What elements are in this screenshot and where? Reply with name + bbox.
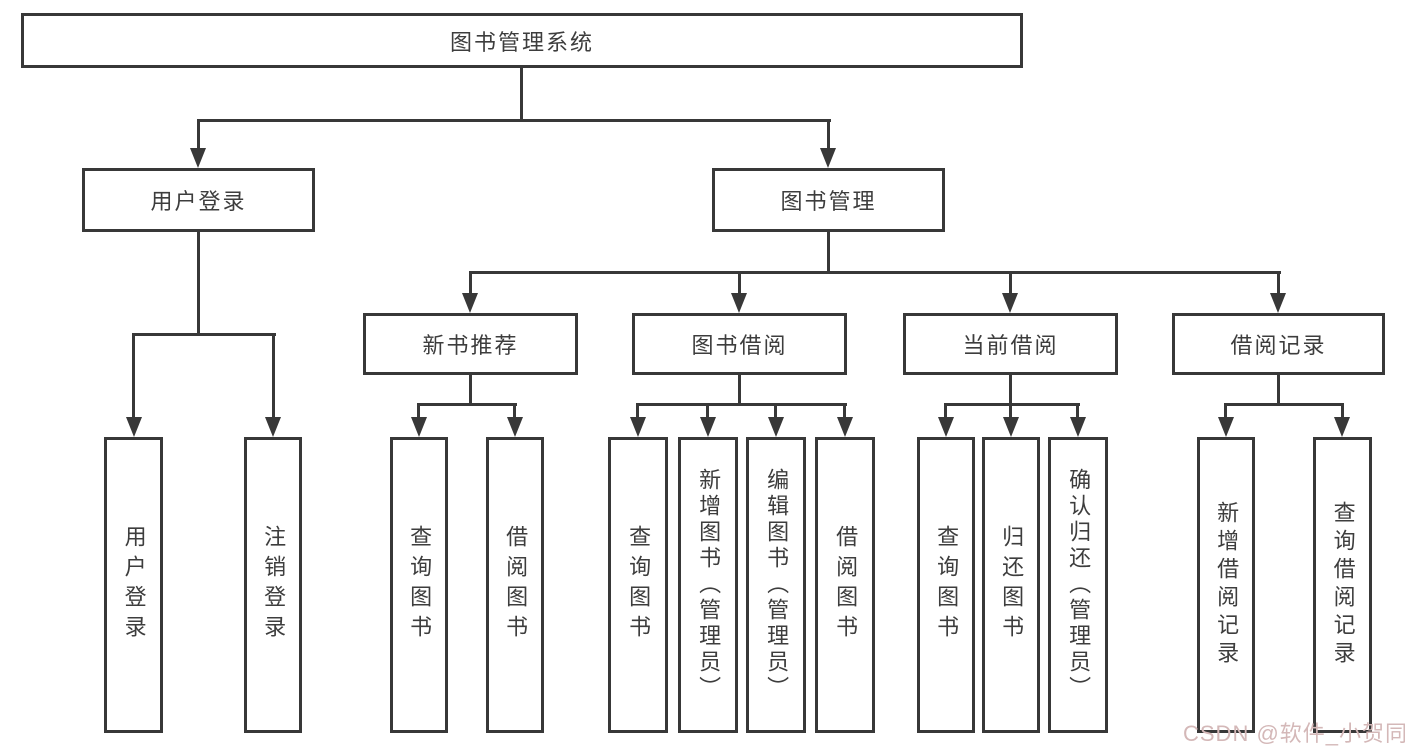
arrowhead-leaf — [938, 417, 954, 437]
node-label: 图书借阅 — [691, 333, 788, 358]
connector-leaf-drop — [1341, 403, 1344, 419]
arrowhead-borrow-records — [1270, 293, 1286, 313]
connector-level2-bar — [197, 119, 831, 122]
connector-borrow-records-stem — [1277, 373, 1280, 405]
leaf-confirm-return-admin: 确认归还（管理员） — [1048, 437, 1108, 733]
node-book-borrowing: 图书借阅 — [632, 313, 847, 375]
connector-level3-bar — [469, 271, 1281, 274]
node-label: 查询图书 — [407, 525, 433, 645]
node-label: 确认归还（管理员） — [1066, 468, 1092, 702]
node-label: 注销登录 — [261, 525, 287, 645]
connector-book-borrow-bar — [636, 403, 847, 406]
csdn-watermark: CSDN @软件_小贺同学 — [1183, 721, 1405, 746]
node-label: 查询借阅记录 — [1330, 501, 1356, 669]
node-library-management-system: 图书管理系统 — [21, 13, 1023, 68]
node-label: 归还图书 — [999, 525, 1025, 645]
node-book-management-branch: 图书管理 — [712, 168, 945, 232]
leaf-edit-books-admin: 编辑图书（管理员） — [746, 437, 806, 733]
connector-leaf-drop — [706, 403, 709, 419]
connector-login-leaf-drop — [132, 333, 135, 419]
node-label: 当前借阅 — [962, 333, 1059, 358]
connector-logout-leaf-drop — [272, 333, 275, 419]
leaf-logout: 注销登录 — [244, 437, 302, 733]
node-current-borrowing: 当前借阅 — [903, 313, 1118, 375]
connector-book-management-drop — [827, 119, 830, 150]
leaf-borrow-books: 借阅图书 — [815, 437, 875, 733]
node-label: 查询图书 — [934, 525, 960, 645]
connector-user-login-stem — [197, 230, 200, 336]
node-label: 用户登录 — [121, 525, 147, 645]
arrowhead-user-login — [190, 148, 206, 168]
node-label: 新书推荐 — [422, 333, 519, 358]
leaf-return-books: 归还图书 — [982, 437, 1040, 733]
node-label: 图书管理 — [780, 189, 877, 214]
connector-leaf-drop — [1076, 403, 1079, 419]
leaf-query-books-recommend: 查询图书 — [390, 437, 448, 733]
leaf-query-books-borrowing: 查询图书 — [608, 437, 668, 733]
node-label: 新增图书（管理员） — [696, 468, 722, 702]
node-label: 用户登录 — [150, 189, 247, 214]
arrowhead-leaf — [768, 417, 784, 437]
node-label: 图书管理系统 — [449, 29, 594, 55]
connector-new-book-bar — [417, 403, 517, 406]
connector-current-borrow-drop — [1009, 271, 1012, 295]
connector-borrow-records-bar — [1224, 403, 1344, 406]
leaf-borrow-books-recommend: 借阅图书 — [486, 437, 544, 733]
node-borrowing-records: 借阅记录 — [1172, 313, 1385, 375]
node-label: 新增借阅记录 — [1214, 501, 1240, 669]
arrowhead-new-book — [462, 293, 478, 313]
leaf-add-books-admin: 新增图书（管理员） — [678, 437, 738, 733]
connector-book-borrow-stem — [738, 373, 741, 405]
node-label: 查询图书 — [626, 525, 652, 645]
arrowhead-leaf — [700, 417, 716, 437]
arrowhead-current-borrow — [1002, 293, 1018, 313]
connector-borrow-records-drop — [1277, 271, 1280, 295]
connector-leaf-drop — [513, 403, 516, 419]
node-label: 借阅图书 — [833, 525, 859, 645]
arrowhead-leaf — [1003, 417, 1019, 437]
connector-new-book-drop — [469, 271, 472, 295]
arrowhead-leaf — [630, 417, 646, 437]
node-label: 借阅图书 — [503, 525, 529, 645]
node-label: 编辑图书（管理员） — [764, 468, 790, 702]
connector-leaf-drop — [843, 403, 846, 419]
arrowhead-leaf — [507, 417, 523, 437]
arrowhead-leaf — [837, 417, 853, 437]
connector-leaf-drop — [636, 403, 639, 419]
leaf-query-books-current: 查询图书 — [917, 437, 975, 733]
leaf-add-borrow-record: 新增借阅记录 — [1197, 437, 1255, 733]
connector-leaf-drop — [774, 403, 777, 419]
arrowhead-book-management — [820, 148, 836, 168]
connector-new-book-stem — [469, 373, 472, 405]
leaf-user-login: 用户登录 — [104, 437, 163, 733]
node-user-login-branch: 用户登录 — [82, 168, 315, 232]
arrowhead-login-leaf — [126, 417, 142, 437]
connector-leaf-drop — [1009, 403, 1012, 419]
connector-book-management-stem — [827, 230, 830, 273]
connector-book-borrow-drop — [738, 271, 741, 295]
connector-leaf-drop — [417, 403, 420, 419]
connector-leaf-drop — [1224, 403, 1227, 419]
arrowhead-leaf — [1218, 417, 1234, 437]
arrowhead-leaf — [1070, 417, 1086, 437]
node-label: 借阅记录 — [1230, 333, 1327, 358]
connector-user-login-drop — [197, 119, 200, 150]
connector-current-borrow-stem — [1009, 373, 1012, 405]
connector-current-borrow-bar — [944, 403, 1080, 406]
leaf-query-borrow-record: 查询借阅记录 — [1313, 437, 1372, 733]
connector-leaf-drop — [944, 403, 947, 419]
connector-user-login-bar — [132, 333, 276, 336]
arrowhead-book-borrow — [731, 293, 747, 313]
arrowhead-logout-leaf — [265, 417, 281, 437]
connector-root-stem — [520, 66, 523, 121]
node-new-book-recommend: 新书推荐 — [363, 313, 578, 375]
arrowhead-leaf — [1334, 417, 1350, 437]
arrowhead-leaf — [411, 417, 427, 437]
